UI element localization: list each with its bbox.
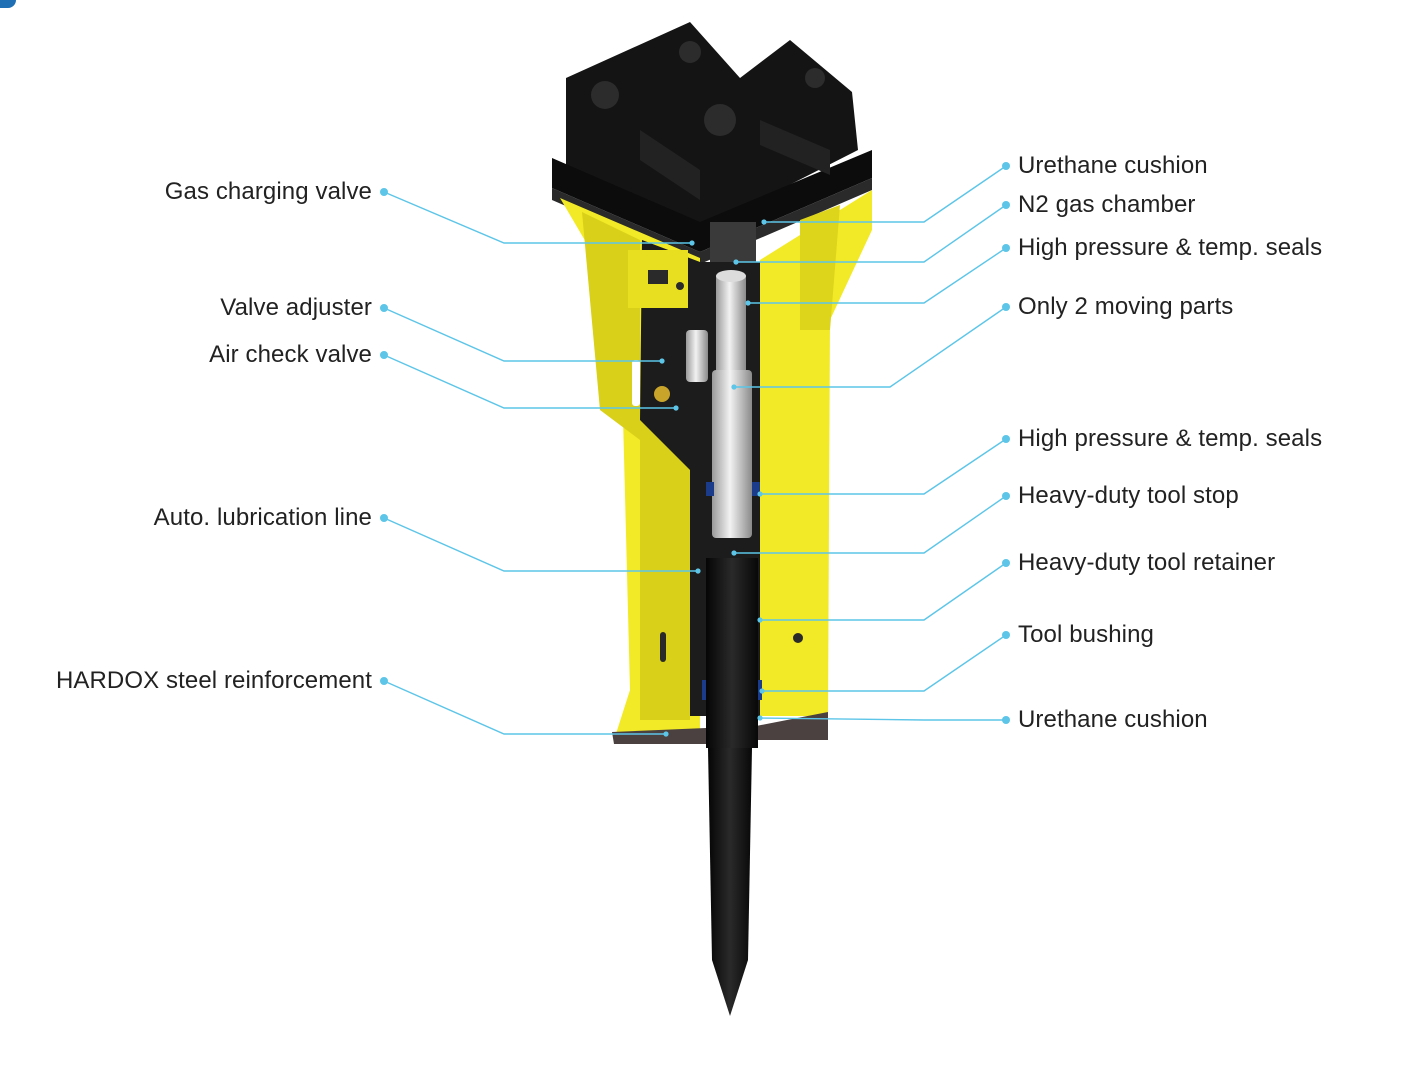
label-valve-adjuster: Valve adjuster	[220, 294, 372, 321]
leader-heavy-duty-tool-stop	[734, 495, 1007, 554]
leader-heavy-duty-tool-stop-target-dot	[731, 550, 737, 556]
leader-high-pressure-seals-lower-target-dot	[757, 491, 763, 497]
label-air-check-valve: Air check valve	[209, 341, 372, 368]
chisel-tool	[706, 558, 758, 1016]
leader-urethane-cushion-bottom	[759, 717, 1006, 721]
leader-high-pressure-seals-upper	[748, 247, 1007, 304]
leader-air-check-valve-target-dot	[673, 405, 679, 411]
leader-n2-gas-chamber	[736, 204, 1007, 263]
label-only-2-moving-parts: Only 2 moving parts	[1018, 293, 1234, 320]
leader-only-2-moving-parts-label-dot	[1002, 303, 1010, 311]
leader-high-pressure-seals-lower-label-dot	[1002, 435, 1010, 443]
leader-urethane-cushion-bottom-target-dot	[757, 715, 763, 721]
leader-tool-bushing-target-dot	[759, 688, 765, 694]
leader-high-pressure-seals-lower	[760, 438, 1007, 495]
leader-heavy-duty-tool-stop-label-dot	[1002, 492, 1010, 500]
leader-urethane-cushion-top-target-dot	[761, 219, 767, 225]
leader-tool-bushing-label-dot	[1002, 631, 1010, 639]
leader-n2-gas-chamber-label-dot	[1002, 201, 1010, 209]
leader-gas-charging-valve-target-dot	[689, 240, 695, 246]
leader-urethane-cushion-top	[764, 165, 1007, 223]
leader-auto-lubrication-line-label-dot	[380, 514, 388, 522]
leader-heavy-duty-tool-retainer	[760, 562, 1007, 621]
leader-valve-adjuster-target-dot	[659, 358, 665, 364]
leader-heavy-duty-tool-retainer-target-dot	[757, 617, 763, 623]
leader-air-check-valve	[383, 354, 676, 409]
label-auto-lubrication-line: Auto. lubrication line	[153, 504, 372, 531]
label-gas-charging-valve: Gas charging valve	[164, 178, 372, 205]
leader-auto-lubrication-line-target-dot	[695, 568, 701, 574]
leader-auto-lubrication-line	[383, 517, 698, 572]
leader-hardox-reinforcement-label-dot	[380, 677, 388, 685]
leader-gas-charging-valve-label-dot	[380, 188, 388, 196]
leader-hardox-reinforcement-target-dot	[663, 731, 669, 737]
breaker-illustration	[552, 22, 872, 1016]
label-high-pressure-seals-upper: High pressure & temp. seals	[1018, 234, 1323, 261]
leader-n2-gas-chamber-target-dot	[733, 259, 739, 265]
leader-valve-adjuster	[383, 307, 662, 362]
leader-high-pressure-seals-upper-label-dot	[1002, 244, 1010, 252]
corner-accent	[0, 0, 16, 8]
leader-hardox-reinforcement	[383, 680, 666, 735]
leader-lines	[380, 162, 1010, 737]
label-heavy-duty-tool-retainer: Heavy-duty tool retainer	[1018, 549, 1276, 576]
leader-high-pressure-seals-upper-target-dot	[745, 300, 751, 306]
leader-gas-charging-valve	[383, 191, 692, 244]
label-heavy-duty-tool-stop: Heavy-duty tool stop	[1018, 482, 1239, 509]
leader-only-2-moving-parts-target-dot	[731, 384, 737, 390]
label-urethane-cushion-bottom: Urethane cushion	[1018, 706, 1208, 733]
leader-valve-adjuster-label-dot	[380, 304, 388, 312]
leader-tool-bushing	[762, 634, 1007, 692]
label-n2-gas-chamber: N2 gas chamber	[1018, 191, 1196, 218]
leader-heavy-duty-tool-retainer-label-dot	[1002, 559, 1010, 567]
leader-urethane-cushion-bottom-label-dot	[1002, 716, 1010, 724]
leader-air-check-valve-label-dot	[380, 351, 388, 359]
label-hardox-steel-reinforcement: HARDOX steel reinforcement	[55, 667, 372, 694]
leader-only-2-moving-parts	[734, 306, 1007, 388]
label-urethane-cushion-top: Urethane cushion	[1018, 152, 1208, 179]
label-high-pressure-seals-lower: High pressure & temp. seals	[1018, 425, 1323, 452]
leader-urethane-cushion-top-label-dot	[1002, 162, 1010, 170]
label-tool-bushing: Tool bushing	[1018, 621, 1154, 648]
